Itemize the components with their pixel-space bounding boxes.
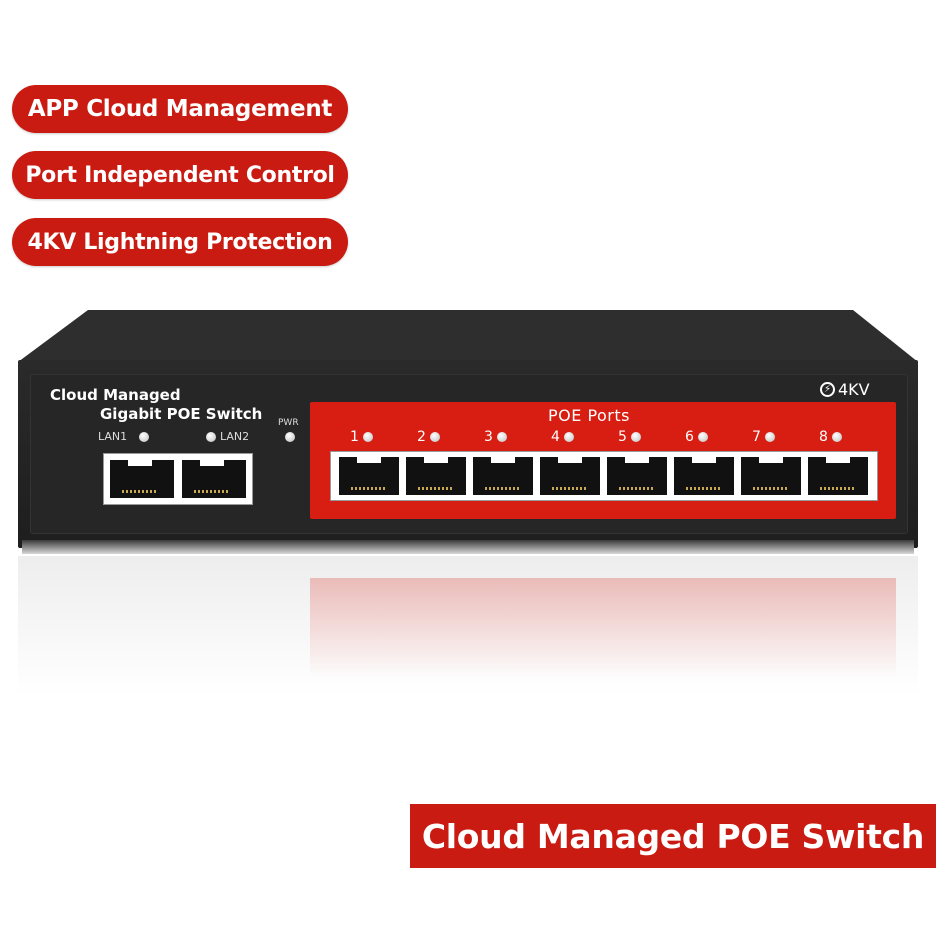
pwr-label: PWR <box>278 418 299 428</box>
poe-port-number-6: 6 <box>685 429 694 445</box>
surge-protection-mark: ⚡ 4KV <box>820 380 870 399</box>
feature-badge-lightning: 4KV Lightning Protection <box>12 218 348 266</box>
poe-port-5[interactable] <box>607 457 667 495</box>
poe-port-led-3 <box>497 432 507 442</box>
poe-port-1[interactable] <box>339 457 399 495</box>
poe-port-7[interactable] <box>741 457 801 495</box>
poe-port-led-4 <box>564 432 574 442</box>
poe-port-8[interactable] <box>808 457 868 495</box>
poe-port-number-5: 5 <box>618 429 627 445</box>
poe-port-number-8: 8 <box>819 429 828 445</box>
lightning-circle-icon: ⚡ <box>820 382 835 397</box>
poe-port-led-6 <box>698 432 708 442</box>
surge-label: 4KV <box>838 380 870 399</box>
lan2-label: LAN2 <box>220 430 250 443</box>
poe-port-number-1: 1 <box>350 429 359 445</box>
poe-ports-title: POE Ports <box>548 406 630 425</box>
poe-port-number-3: 3 <box>484 429 493 445</box>
poe-port-number-7: 7 <box>752 429 761 445</box>
lan2-port[interactable] <box>182 460 246 498</box>
poe-port-6[interactable] <box>674 457 734 495</box>
product-title-banner: Cloud Managed POE Switch <box>410 804 936 868</box>
poe-port-4[interactable] <box>540 457 600 495</box>
lan1-port[interactable] <box>110 460 174 498</box>
switch-base-edge <box>22 540 914 554</box>
lan1-led <box>139 432 149 442</box>
lan1-label: LAN1 <box>98 430 128 443</box>
poe-port-led-7 <box>765 432 775 442</box>
poe-port-led-8 <box>832 432 842 442</box>
poe-port-3[interactable] <box>473 457 533 495</box>
pwr-led <box>285 432 295 442</box>
switch-reflection <box>18 556 918 696</box>
feature-badge-port-control: Port Independent Control <box>12 151 348 199</box>
poe-port-number-2: 2 <box>417 429 426 445</box>
poe-port-number-4: 4 <box>551 429 560 445</box>
poe-port-block <box>330 451 878 501</box>
lan2-led <box>206 432 216 442</box>
poe-port-led-5 <box>631 432 641 442</box>
poe-port-2[interactable] <box>406 457 466 495</box>
lan-port-block <box>103 453 253 505</box>
switch-top-surface <box>18 310 918 366</box>
poe-port-led-2 <box>430 432 440 442</box>
device-brand-line1: Cloud Managed <box>50 386 181 404</box>
feature-badge-app-cloud: APP Cloud Management <box>12 85 348 133</box>
reflection-red-panel <box>310 578 896 678</box>
device-brand-line2: Gigabit POE Switch <box>100 405 263 423</box>
poe-port-led-1 <box>363 432 373 442</box>
